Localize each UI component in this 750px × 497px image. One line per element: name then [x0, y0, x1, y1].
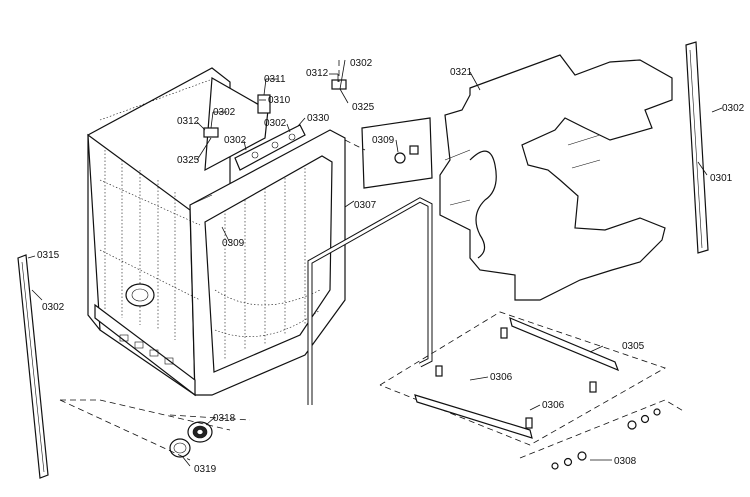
- callout-0309: 0309: [222, 238, 245, 249]
- ring-0319: [169, 438, 191, 458]
- callout-0325: 0325: [177, 155, 200, 166]
- callout-0305: 0305: [622, 341, 645, 352]
- callout-0307: 0307: [354, 200, 377, 211]
- callout-0306: 0306: [490, 372, 513, 383]
- callout-0325: 0325: [352, 102, 375, 113]
- callout-0309: 0309: [372, 135, 395, 146]
- callout-0318: 0318: [213, 413, 236, 424]
- insulation-0321: [439, 54, 673, 301]
- callout-0308: 0308: [614, 456, 637, 467]
- callout-0311: 0311: [264, 74, 286, 85]
- callout-0312: 0312: [306, 68, 329, 79]
- callout-0302: 0302: [350, 58, 373, 69]
- leader-lines: [27, 59, 723, 467]
- rail-assembly: [379, 311, 686, 470]
- side-strip-0315: [17, 254, 49, 479]
- callout-0301: 0301: [710, 173, 733, 184]
- dishwasher-tub: [87, 67, 347, 397]
- side-strip-0301: [685, 41, 709, 254]
- callout-0321: 0321: [450, 67, 473, 78]
- plate-0312-left: [203, 127, 219, 138]
- callout-0302: 0302: [722, 103, 745, 114]
- callout-0312: 0312: [177, 116, 200, 127]
- callout-0330: 0330: [307, 113, 330, 124]
- callout-0302: 0302: [42, 302, 65, 313]
- door-seal-0307: [307, 197, 433, 405]
- callout-0315: 0315: [37, 250, 60, 261]
- wheel-0318: [187, 421, 213, 443]
- callout-labels: 0311 0310 0312 0302 0312 0325 0302 0302 …: [37, 58, 745, 475]
- callout-0306: 0306: [542, 400, 565, 411]
- callout-0310: 0310: [268, 95, 291, 106]
- callout-0302: 0302: [224, 135, 247, 146]
- detail-0309: [361, 117, 433, 189]
- callout-0302: 0302: [264, 118, 287, 129]
- callout-0302: 0302: [213, 107, 236, 118]
- callout-0319: 0319: [194, 464, 217, 475]
